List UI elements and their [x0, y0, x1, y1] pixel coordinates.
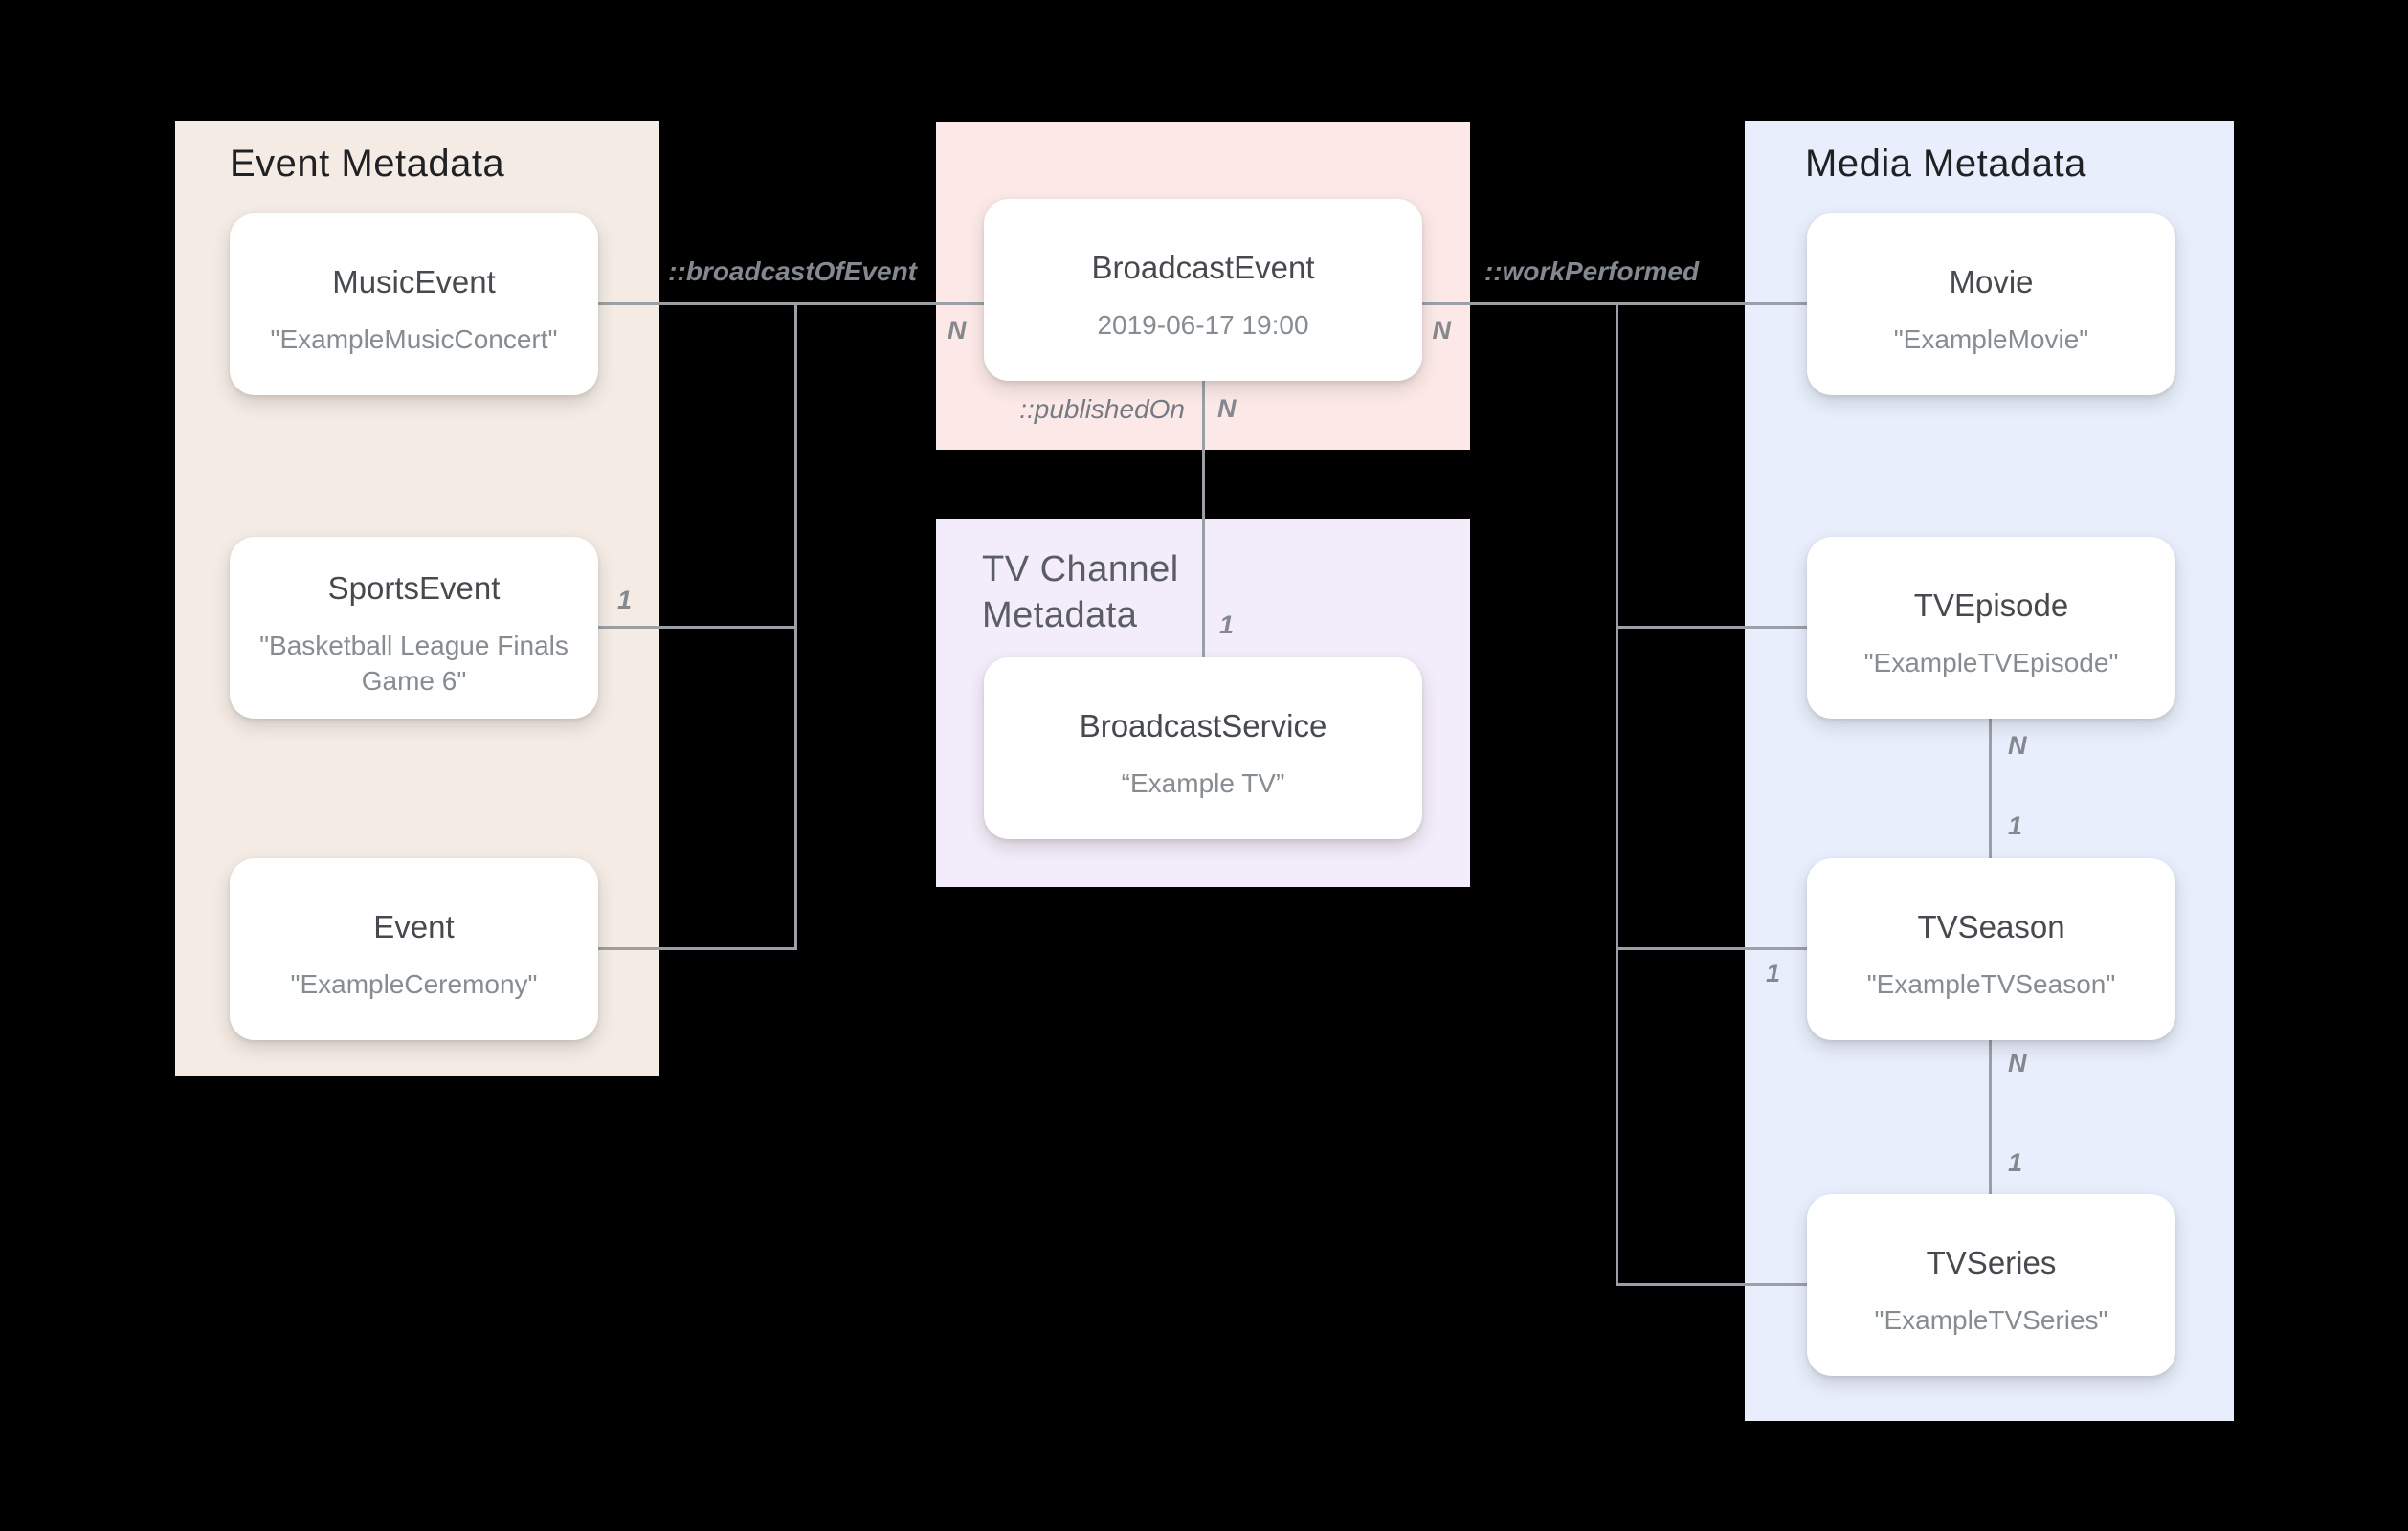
sports-event-card: SportsEvent "Basketball League Finals Ga…: [230, 537, 598, 719]
card-subtitle: "ExampleTVEpisode": [1863, 648, 2119, 678]
cardinality-episode-season-1: 1: [2008, 811, 2023, 840]
connector-tvseries-branch: [1616, 1283, 1807, 1286]
connector-tvepisode-branch: [1616, 626, 1807, 629]
movie-card: Movie "ExampleMovie": [1807, 213, 2175, 395]
card-subtitle: 2019-06-17 19:00: [1097, 310, 1309, 341]
card-title: BroadcastService: [1079, 708, 1327, 744]
card-title: Event: [373, 909, 455, 945]
card-title: SportsEvent: [327, 570, 501, 607]
connector-event-branch: [598, 947, 797, 950]
cardinality-workperformed-n: N: [1432, 316, 1452, 344]
event-metadata-title: Event Metadata: [230, 143, 505, 185]
card-title: Movie: [1949, 264, 2034, 300]
tv-series-card: TVSeries "ExampleTVSeries": [1807, 1194, 2175, 1376]
tv-episode-card: TVEpisode "ExampleTVEpisode": [1807, 537, 2175, 719]
tv-season-card: TVSeason "ExampleTVSeason": [1807, 858, 2175, 1040]
cardinality-publishedon-1: 1: [1219, 610, 1235, 639]
card-subtitle: "ExampleTVSeries": [1874, 1305, 2108, 1336]
card-subtitle: "ExampleCeremony": [290, 969, 538, 1000]
broadcast-event-card: BroadcastEvent 2019-06-17 19:00: [984, 199, 1422, 381]
cardinality-sportsevent-1: 1: [616, 586, 632, 614]
published-on-label: ::publishedOn: [1019, 394, 1185, 424]
card-subtitle: "ExampleMusicConcert": [270, 324, 558, 355]
cardinality-tvseason-link-1: 1: [1766, 959, 1781, 987]
media-metadata-title: Media Metadata: [1805, 143, 2086, 185]
card-subtitle: "ExampleMovie": [1893, 324, 2089, 355]
connector-season-series: [1989, 1040, 1992, 1194]
card-subtitle: "Basketball League Finals Game 6": [259, 631, 569, 696]
cardinality-episode-season-n: N: [2008, 731, 2027, 760]
connector-episode-season: [1989, 719, 1992, 858]
tv-channel-metadata-title: TV Channel Metadata: [982, 549, 1179, 635]
connector-broadcastevent-movie: [1422, 302, 1807, 305]
cardinality-season-series-n: N: [2008, 1049, 2027, 1077]
broadcast-service-card: BroadcastService “Example TV”: [984, 657, 1422, 839]
card-subtitle: “Example TV”: [1121, 768, 1285, 799]
cardinality-broadcastofevent-n: N: [948, 316, 967, 344]
cardinality-season-series-1: 1: [2008, 1148, 2023, 1177]
connector-sportsevent-branch: [598, 626, 797, 629]
card-title: BroadcastEvent: [1091, 250, 1315, 286]
cardinality-publishedon-n: N: [1217, 394, 1237, 423]
connector-publishedon: [1202, 381, 1205, 657]
event-card: Event "ExampleCeremony": [230, 858, 598, 1040]
card-subtitle: "ExampleTVSeason": [1866, 969, 2116, 1000]
music-event-card: MusicEvent "ExampleMusicConcert": [230, 213, 598, 395]
card-title: TVSeries: [1926, 1245, 2057, 1281]
connector-musicevent-broadcastevent: [598, 302, 984, 305]
broadcast-of-event-label: ::broadcastOfEvent: [668, 256, 917, 286]
card-title: MusicEvent: [332, 264, 496, 300]
card-title: TVSeason: [1917, 909, 2065, 945]
card-title: TVEpisode: [1913, 588, 2069, 624]
connector-right-trunk: [1616, 302, 1618, 1286]
work-performed-label: ::workPerformed: [1484, 256, 1700, 286]
connector-tvseason-branch: [1616, 947, 1807, 950]
